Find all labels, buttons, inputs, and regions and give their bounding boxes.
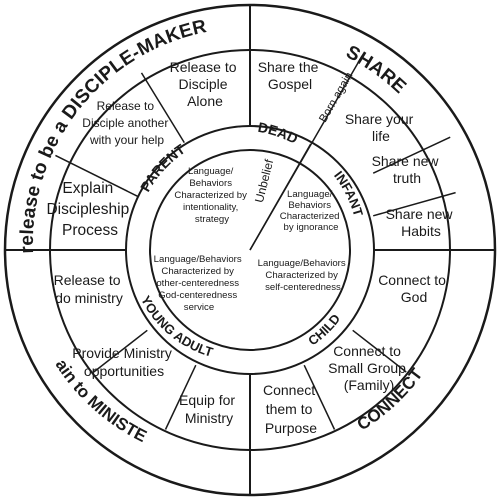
segment-share-habits: Share new Habits <box>386 206 457 239</box>
segment-connect-god: Connect to God <box>378 272 450 305</box>
segment-release-help: Release to Disciple another with your he… <box>82 99 171 147</box>
quadrant-parent-text: Language/ Behaviors Characterized by int… <box>174 166 249 225</box>
segment-share-life: Share your life <box>345 111 417 144</box>
parent-label: PARENT <box>137 141 188 195</box>
quadrant-child-text: Language/Behaviors Characterized by self… <box>258 258 349 293</box>
segment-connect-group: Connect to Small Group (Family) <box>328 343 410 393</box>
segment-share-truth: Share new truth <box>372 153 443 186</box>
ring-structure <box>3 3 497 497</box>
segment-connect-purpose: Connect them to Purpose <box>263 382 319 436</box>
segment-release-ministry: Release to do ministry <box>54 272 125 306</box>
segment-dividers <box>55 55 456 430</box>
segment-provide-opportunities: Provide Ministry opportunities <box>72 345 175 379</box>
segment-share-gospel: Share the Gospel <box>258 59 323 92</box>
dead-label: DEAD <box>257 119 301 147</box>
segment-explain-process: Explain Discipleship Process <box>46 180 133 239</box>
quadrant-infant-text: Language/ Behaviors Characterized by ign… <box>280 189 342 233</box>
share-label: SHARE <box>343 42 410 98</box>
segment-release-alone: Release to Disciple Alone <box>170 59 241 109</box>
unbelief-label: Unbelief <box>252 157 276 204</box>
quadrant-young-adult-text: Language/Behaviors Characterized by othe… <box>154 254 245 313</box>
segment-equip-ministry: Equip for Ministry <box>179 392 239 426</box>
